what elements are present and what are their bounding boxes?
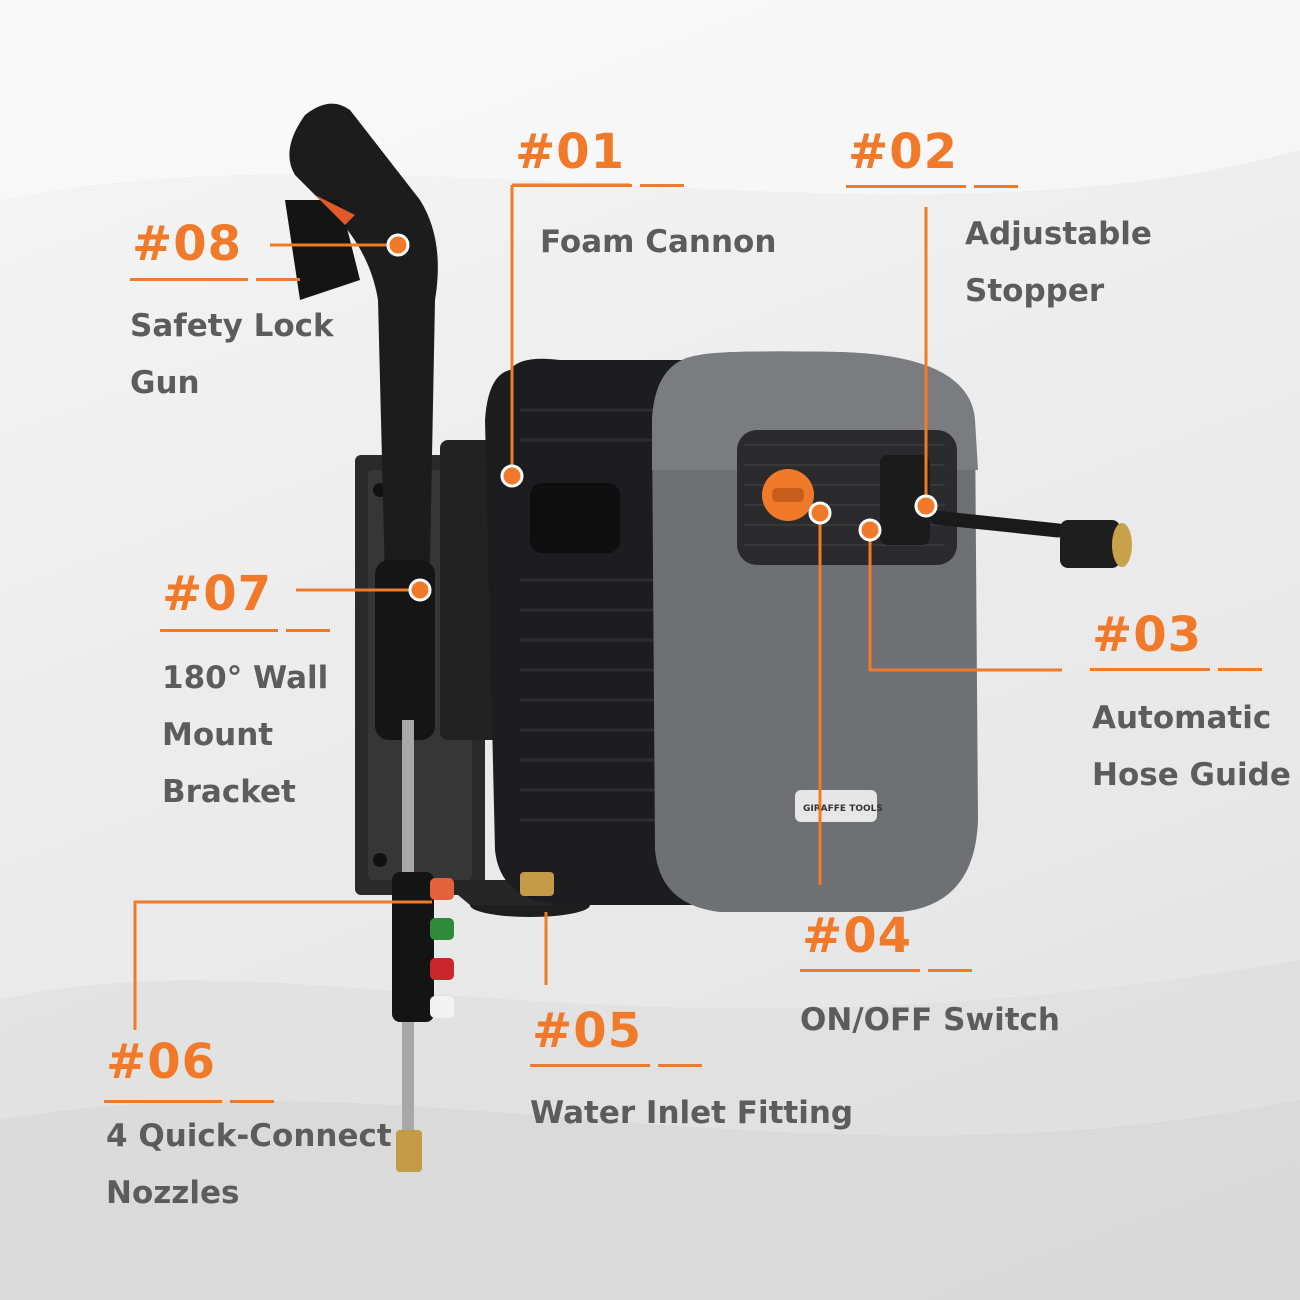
callout-05-dash	[658, 1064, 702, 1067]
marker-02	[914, 494, 938, 518]
callout-07-number: #07	[162, 566, 273, 622]
callout-01-underline	[512, 184, 632, 187]
brand-badge	[795, 790, 877, 822]
callout-07-underline	[160, 629, 278, 632]
nozzle-red	[430, 958, 454, 980]
callout-04-label: ON/OFF Switch	[800, 1002, 1060, 1038]
spray-gun-handle	[289, 103, 438, 606]
callout-02-underline	[846, 185, 966, 188]
callout-08-underline	[130, 278, 248, 281]
callout-05-label: Water Inlet Fitting	[530, 1095, 854, 1131]
callout-02-dash	[974, 185, 1018, 188]
callout-02-label: Adjustable Stopper	[965, 216, 1152, 309]
callout-01-label: Foam Cannon	[540, 224, 777, 260]
marker-08	[386, 233, 410, 257]
water-inlet	[520, 872, 554, 896]
callout-08-number: #08	[132, 216, 243, 272]
leader-line-06	[133, 900, 432, 1030]
callout-03-number: #03	[1092, 607, 1203, 663]
callout-01-number: #01	[515, 124, 626, 180]
hose-connector	[1060, 520, 1120, 568]
hose-guide-block	[880, 455, 930, 545]
callout-04-underline	[800, 969, 920, 972]
nozzle-orange	[430, 878, 454, 900]
callout-07-dash	[286, 629, 330, 632]
callout-04-dash	[928, 969, 972, 972]
leader-line-03	[868, 530, 1062, 672]
callout-02-number: #02	[848, 124, 959, 180]
callout-05-number: #05	[532, 1003, 643, 1059]
marker-03	[858, 518, 882, 542]
callout-06-underline	[104, 1100, 222, 1103]
nozzle-green	[430, 918, 454, 940]
nozzle-white	[430, 996, 454, 1018]
marker-01	[500, 464, 524, 488]
callout-06-number: #06	[106, 1034, 217, 1090]
brand-badge-text: GIRAFFE TOOLS	[803, 804, 883, 814]
marker-07	[408, 578, 432, 602]
callout-01-dash	[640, 184, 684, 187]
callout-04-number: #04	[802, 908, 913, 964]
callout-08-label: Safety Lock Gun	[130, 308, 334, 401]
callout-03-label: Automatic Hose Guide	[1092, 700, 1291, 793]
callout-06-label: 4 Quick-Connect Nozzles	[106, 1118, 392, 1211]
callout-03-dash	[1218, 668, 1262, 671]
callout-07-label: 180° Wall Mount Bracket	[162, 660, 329, 810]
nozzle-holder	[392, 872, 434, 1022]
callout-03-underline	[1090, 668, 1210, 671]
callout-06-dash	[230, 1100, 274, 1103]
callout-08-dash	[256, 278, 300, 281]
marker-04	[808, 501, 832, 525]
callout-05-underline	[530, 1064, 650, 1067]
lance-tip	[396, 1130, 422, 1172]
